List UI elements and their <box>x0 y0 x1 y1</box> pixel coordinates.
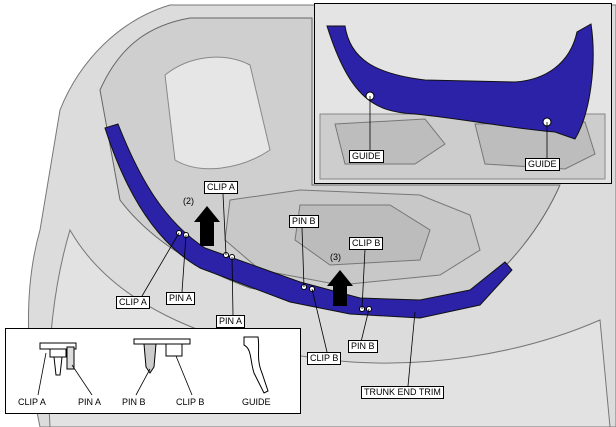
guide-label-left: GUIDE <box>349 150 384 163</box>
spare-well <box>294 204 431 266</box>
leader-lines <box>141 193 416 387</box>
guide-label-right: GUIDE <box>525 158 560 171</box>
pin-b-label-bottom: PIN B <box>348 340 378 353</box>
fastener-legend-illustration <box>37 336 269 396</box>
fastener-legend: CLIP A PIN A PIN B CLIP B GUIDE <box>5 328 301 414</box>
clip-b-label-bottom: CLIP B <box>307 352 342 365</box>
arrow-3 <box>327 270 353 306</box>
step-2-label: (2) <box>183 196 194 206</box>
legend-clip-b: CLIP B <box>176 397 205 407</box>
pin-a-label-bottom: PIN A <box>216 315 246 328</box>
guide-symbol <box>243 336 269 394</box>
guide-detail-inset: GUIDE GUIDE <box>314 3 612 184</box>
clip-b-symbol <box>133 338 191 357</box>
clip-a-symbol <box>39 342 77 376</box>
trunk-interior-wall <box>164 56 271 170</box>
arrow-2 <box>194 206 220 246</box>
pin-b-label-top: PIN B <box>289 215 319 228</box>
inset-trim <box>326 23 594 140</box>
clip-a-label-top: CLIP A <box>204 181 238 194</box>
legend-pin-a: PIN A <box>78 397 102 407</box>
legend-pin-b: PIN B <box>122 397 146 407</box>
trunk-end-trim-label: TRUNK END TRIM <box>361 386 444 399</box>
clip-b-label-top: CLIP B <box>349 237 384 250</box>
legend-clip-a: CLIP A <box>18 397 46 407</box>
pin-b-symbol <box>143 343 157 374</box>
trunk-end-trim <box>104 123 513 319</box>
pin-a-label-left: PIN A <box>166 292 196 305</box>
clip-a-label-left: CLIP A <box>116 296 150 309</box>
legend-guide: GUIDE <box>242 397 271 407</box>
pin-a-symbol <box>66 346 75 370</box>
step-3-label: (3) <box>330 252 341 262</box>
